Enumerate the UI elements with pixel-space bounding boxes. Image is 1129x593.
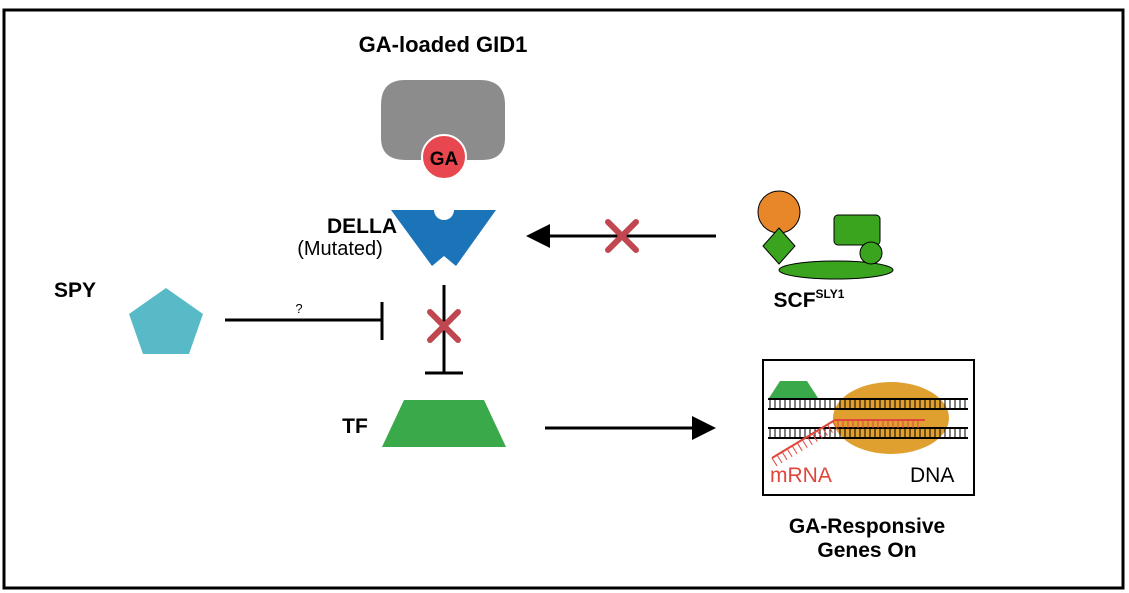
spy-question-mark: ?: [295, 301, 302, 316]
tf-activation-arrowhead: [692, 416, 716, 440]
gid1-title: GA-loaded GID1: [359, 32, 528, 57]
scf-green-box: [833, 214, 881, 246]
spy-pentagon: [129, 288, 203, 354]
mrna-tail-tick: [776, 454, 783, 464]
responsive-label-line1: GA-Responsive: [789, 515, 945, 538]
mrna-tail-tick: [786, 448, 793, 458]
mrna-tail-tick: [816, 430, 823, 439]
della-tf-block-x: [427, 309, 461, 343]
ga-label: GA: [430, 149, 459, 170]
spy-label: SPY: [54, 279, 96, 302]
mrna-tail-tick: [801, 439, 808, 449]
mrna-strand: [771, 419, 925, 467]
scf-della-arrowhead: [526, 224, 550, 248]
scf-block-x: [605, 219, 639, 253]
dna-strand-top: [768, 398, 968, 410]
scf-sly1-complex: [757, 190, 894, 280]
della-sublabel: (Mutated): [297, 238, 383, 260]
scf-label: SCFSLY1: [774, 287, 845, 312]
mrna-tail-tick: [806, 436, 813, 445]
mrna-tail-tick: [811, 433, 818, 442]
mrna-tail-tick: [781, 451, 788, 461]
mrna-tail-tick: [832, 421, 838, 430]
mrna-tail-tick: [791, 445, 798, 455]
mrna-tail-tick: [821, 427, 828, 436]
mrna-label: mRNA: [770, 464, 832, 487]
rna-polymerase: [833, 382, 949, 454]
responsive-label-line2: Genes On: [817, 539, 916, 562]
scf-green-circle: [859, 241, 883, 265]
scf-base: [778, 260, 894, 280]
dna-label: DNA: [910, 464, 954, 487]
della-label: DELLA: [327, 215, 397, 238]
mrna-tail-tick: [827, 424, 833, 433]
gene-expression-panel: mRNA DNA: [762, 359, 975, 496]
ga-molecule: [421, 134, 467, 180]
scf-orange-circle: [757, 190, 801, 234]
mrna-tail-tick: [771, 457, 778, 467]
scf-green-diamond: [762, 227, 796, 265]
della-protein: [391, 210, 496, 266]
tf-shape: [382, 400, 506, 447]
gene-tf-shape: [769, 381, 818, 398]
tf-label: TF: [342, 415, 368, 438]
mrna-tail-tick: [796, 442, 803, 452]
gid1-shape: [381, 80, 505, 160]
